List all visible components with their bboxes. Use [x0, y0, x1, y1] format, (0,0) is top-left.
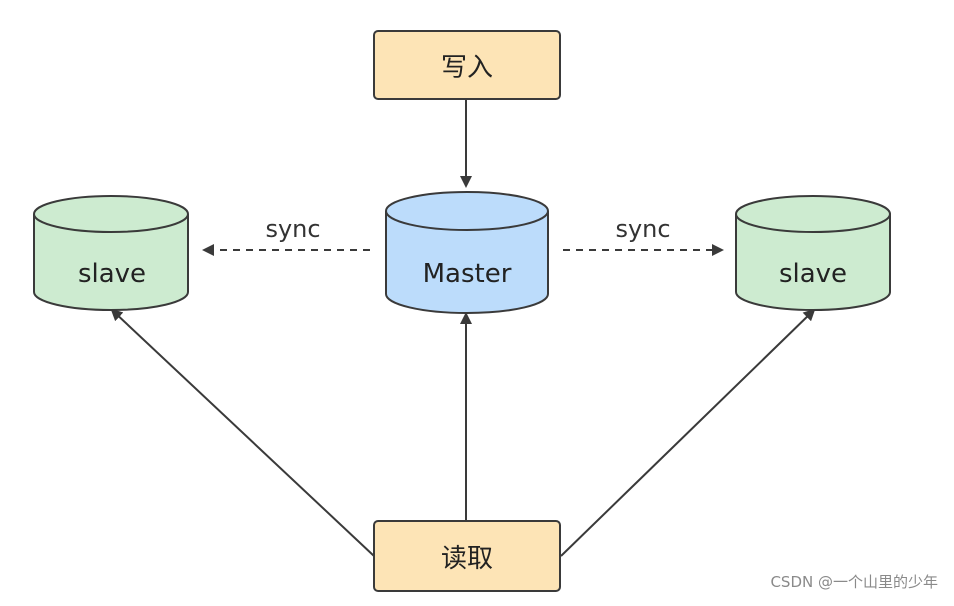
- read-to-left-slave-arrow: [110, 308, 375, 557]
- write-label: 写入: [441, 53, 493, 83]
- read-node: 读取: [373, 520, 561, 592]
- sync-right-label: sync: [615, 215, 670, 243]
- read-label: 读取: [441, 544, 493, 574]
- write-node: 写入: [373, 30, 561, 100]
- slave-right-label: slave: [779, 259, 847, 289]
- slave-left-label: slave: [78, 259, 146, 289]
- read-to-right-slave-arrow: [560, 308, 816, 557]
- watermark: CSDN @一个山里的少年: [770, 573, 938, 591]
- sync-left-label: sync: [265, 215, 320, 243]
- slave-right-database: slave: [735, 195, 891, 311]
- master-label: Master: [423, 259, 512, 289]
- master-database: Master: [385, 191, 549, 314]
- slave-left-database: slave: [33, 195, 189, 311]
